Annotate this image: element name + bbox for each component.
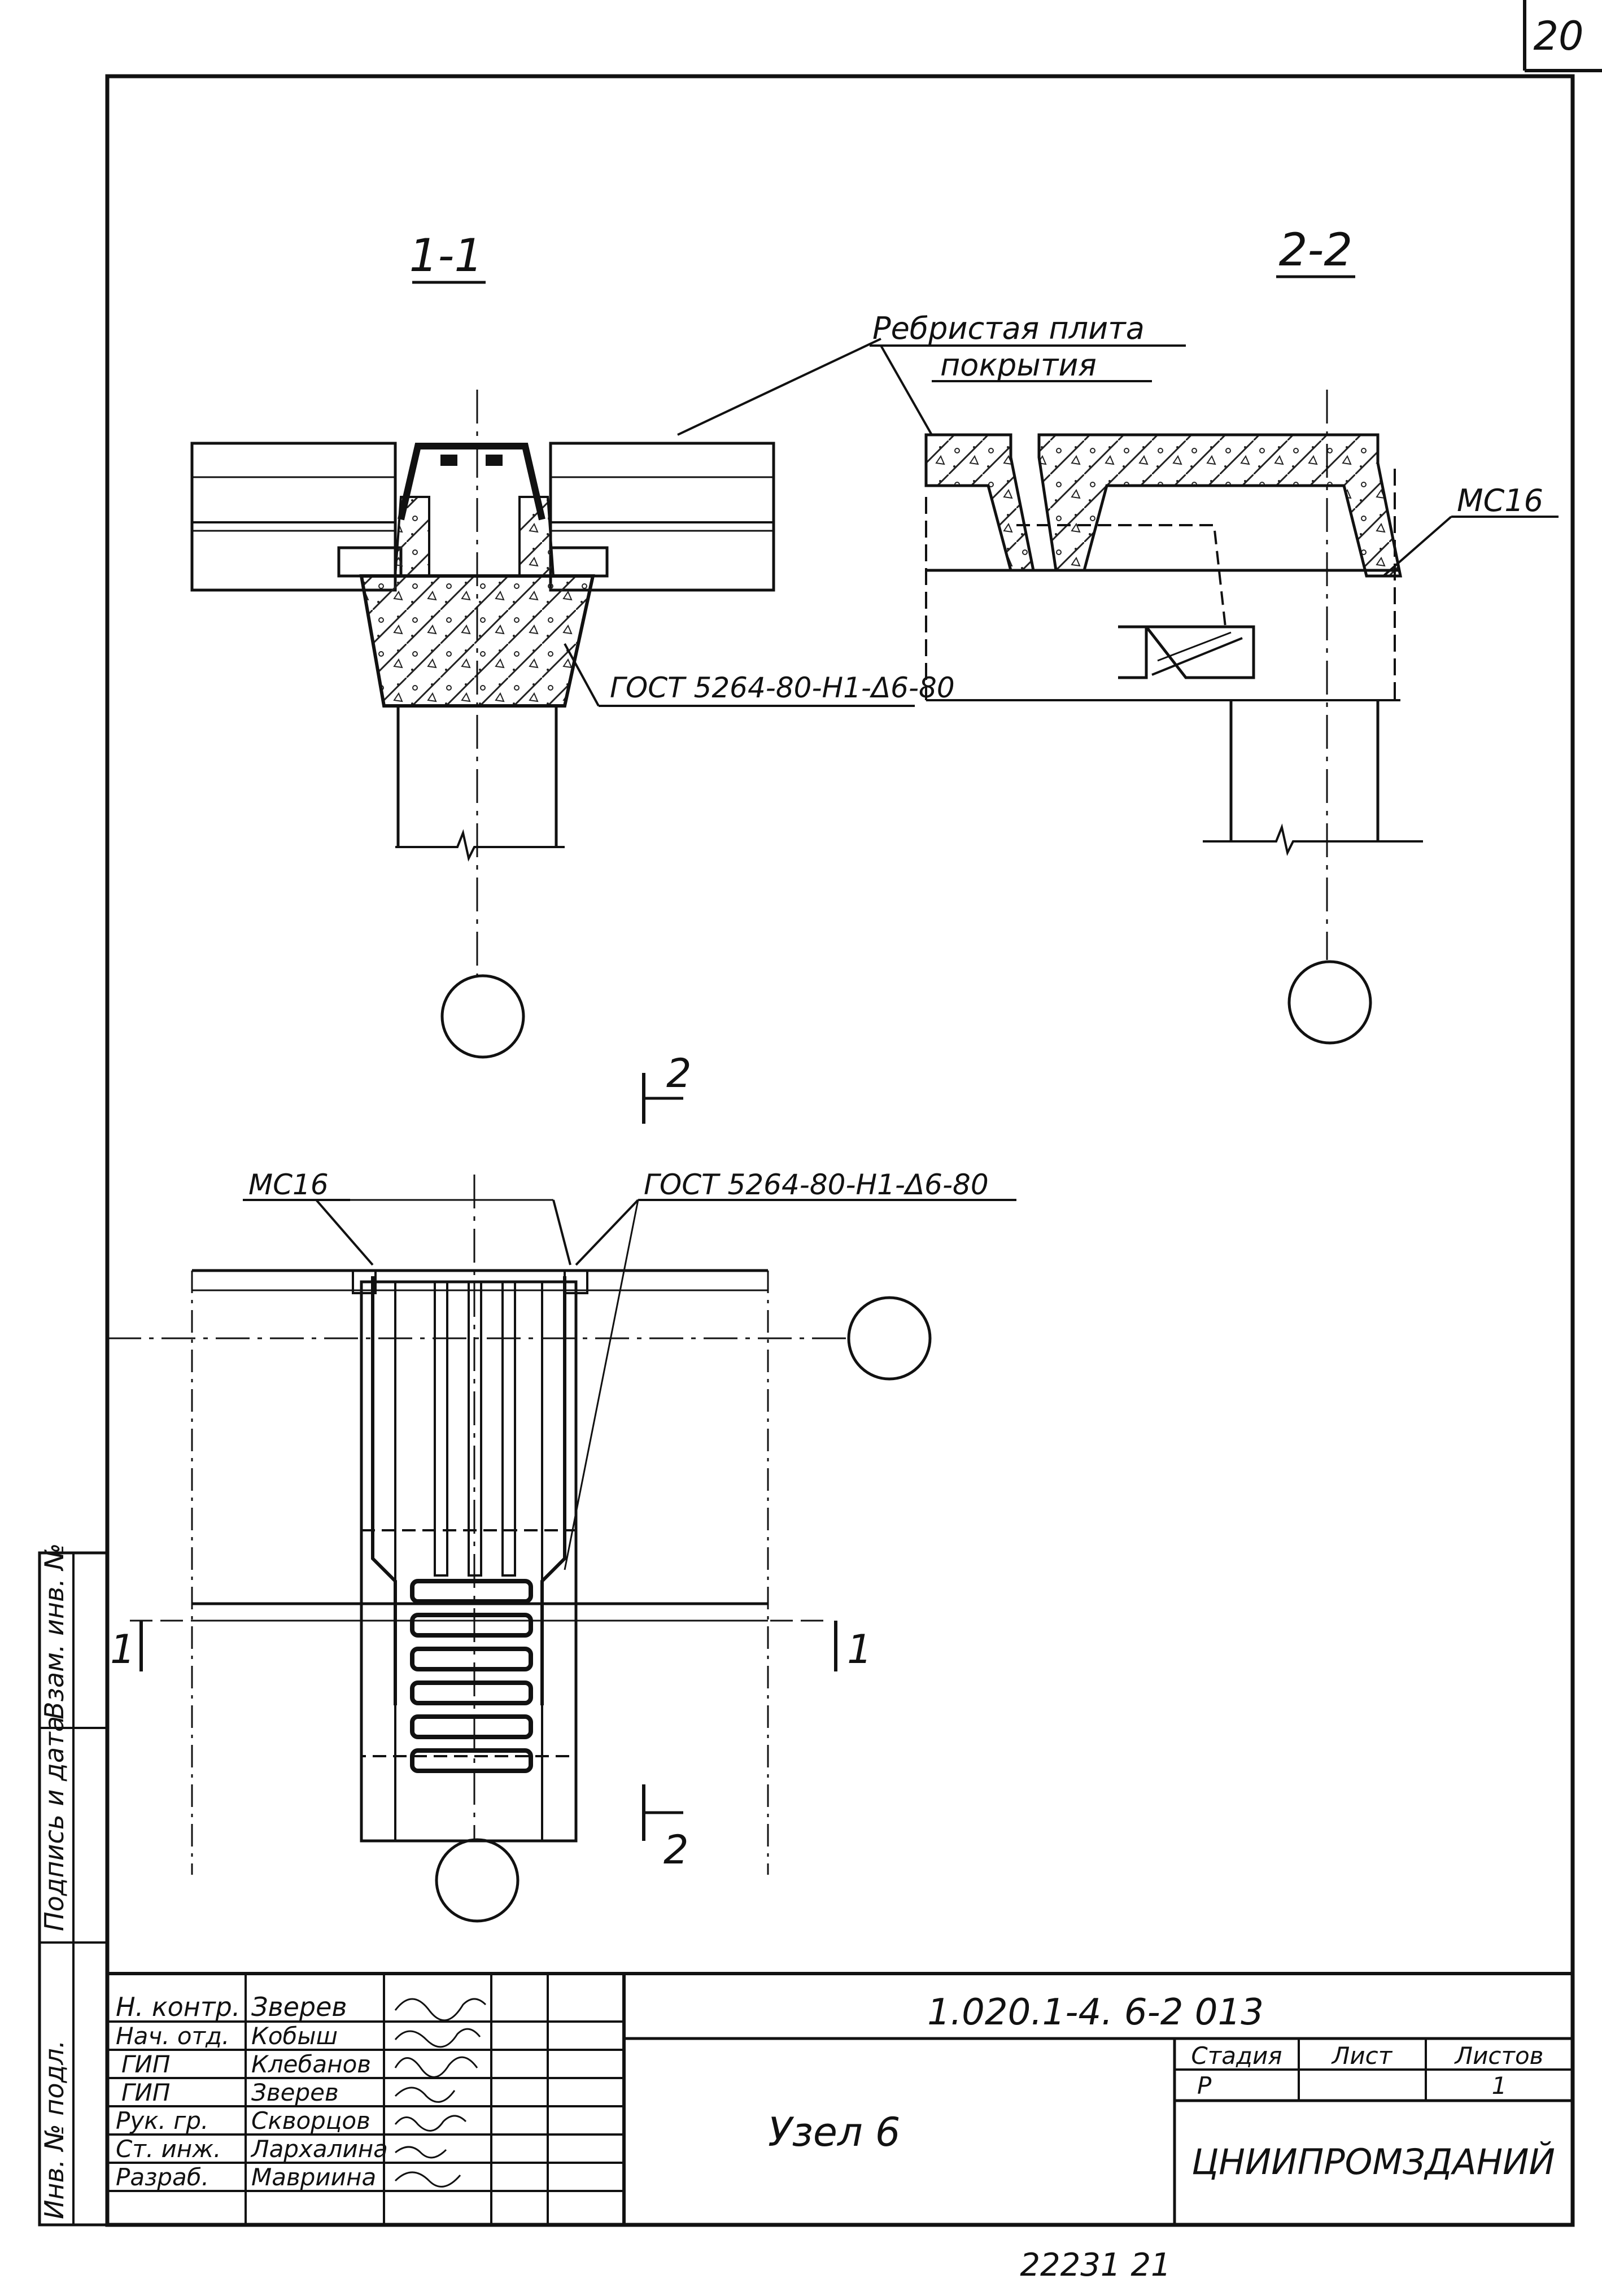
sig-name-2: Клебанов — [251, 2050, 371, 2078]
mc16-section-label: МС16 — [1457, 483, 1543, 518]
doc-code: 1.020.1-4. 6-2 013 — [927, 1992, 1264, 2033]
section-2-2-label: 2-2 — [1279, 224, 1353, 276]
page-number: 20 — [1533, 13, 1583, 59]
stage-value: Р — [1197, 2072, 1212, 2099]
cut-mark-1-right: 1 — [847, 1626, 872, 1673]
sig-role-0: Н. контр. — [116, 1992, 240, 2022]
axis-marker-2 — [1287, 960, 1372, 1045]
sheets-value: 1 — [1492, 2072, 1507, 2099]
section-1-1: 1-1 ГОСТ 5264-80-Н1-Δ6-80 — [190, 229, 955, 1059]
sig-role-6: Разраб. — [116, 2163, 209, 2191]
axis-marker-plan-right — [847, 1296, 932, 1381]
weld-gost-plan-label: ГОСТ 5264-80-Н1-Δ6-80 — [644, 1168, 989, 1201]
sig-role-1: Нач. отд. — [116, 2022, 229, 2050]
ribbed-slab-label-2: покрытия — [940, 347, 1097, 383]
plan-view: 2 — [107, 1050, 1016, 1923]
sig-name-3: Зверев — [251, 2079, 339, 2106]
cut-mark-1-left: 1 — [110, 1626, 136, 1673]
sig-name-1: Кобыш — [251, 2022, 338, 2050]
sig-name-4: Скворцов — [251, 2107, 370, 2135]
axis-marker-1 — [440, 974, 525, 1059]
side-stamp-vzam-inv: Взам. инв. № — [39, 1543, 69, 1719]
drawing-title: Узел 6 — [768, 2109, 900, 2155]
side-stamp: Инв. № подл. Подпись и дата Взам. инв. № — [38, 1543, 109, 2227]
axis-marker-plan-bottom — [435, 1838, 520, 1923]
mc16-plan-label: МС16 — [248, 1168, 329, 1201]
sig-role-3: ГИП — [121, 2079, 170, 2106]
drawing-frame — [105, 74, 1575, 2227]
page-number-box: 20 — [1523, 0, 1602, 72]
section-1-1-label: 1-1 — [409, 229, 483, 282]
section-2-2: 2-2 Ребристая плита покрытия МС16 — [870, 224, 1559, 1045]
side-stamp-inv-podl: Инв. № подл. — [39, 2040, 69, 2219]
side-stamp-podpis-data: Подпись и дата — [39, 1716, 69, 1931]
title-block: Н. контр. Зверев Нач. отд. Кобыш ГИП Кле… — [107, 1972, 1573, 2225]
handwritten-signatures — [394, 1998, 487, 2188]
bottom-code: 22231 21 — [1020, 2247, 1171, 2284]
sheet-header: Лист — [1331, 2042, 1393, 2070]
cut-mark-2-top: 2 — [666, 1050, 692, 1097]
weld-gost-section-label: ГОСТ 5264-80-Н1-Δ6-80 — [610, 671, 955, 704]
ribbed-slab-label-1: Ребристая плита — [872, 311, 1145, 346]
stage-header: Стадия — [1191, 2042, 1282, 2070]
sig-role-5: Ст. инж. — [116, 2135, 221, 2163]
sig-role-2: ГИП — [121, 2050, 170, 2078]
sig-name-5: Лархалина — [250, 2135, 388, 2163]
sig-name-0: Зверев — [251, 1992, 347, 2022]
cut-mark-2-bottom: 2 — [664, 1827, 689, 1873]
sig-name-6: Мавриина — [251, 2163, 376, 2191]
organization: ЦНИИПРОМЗДАНИЙ — [1191, 2141, 1555, 2182]
sig-role-4: Рук. гр. — [116, 2107, 208, 2135]
sheets-header: Листов — [1454, 2042, 1544, 2070]
